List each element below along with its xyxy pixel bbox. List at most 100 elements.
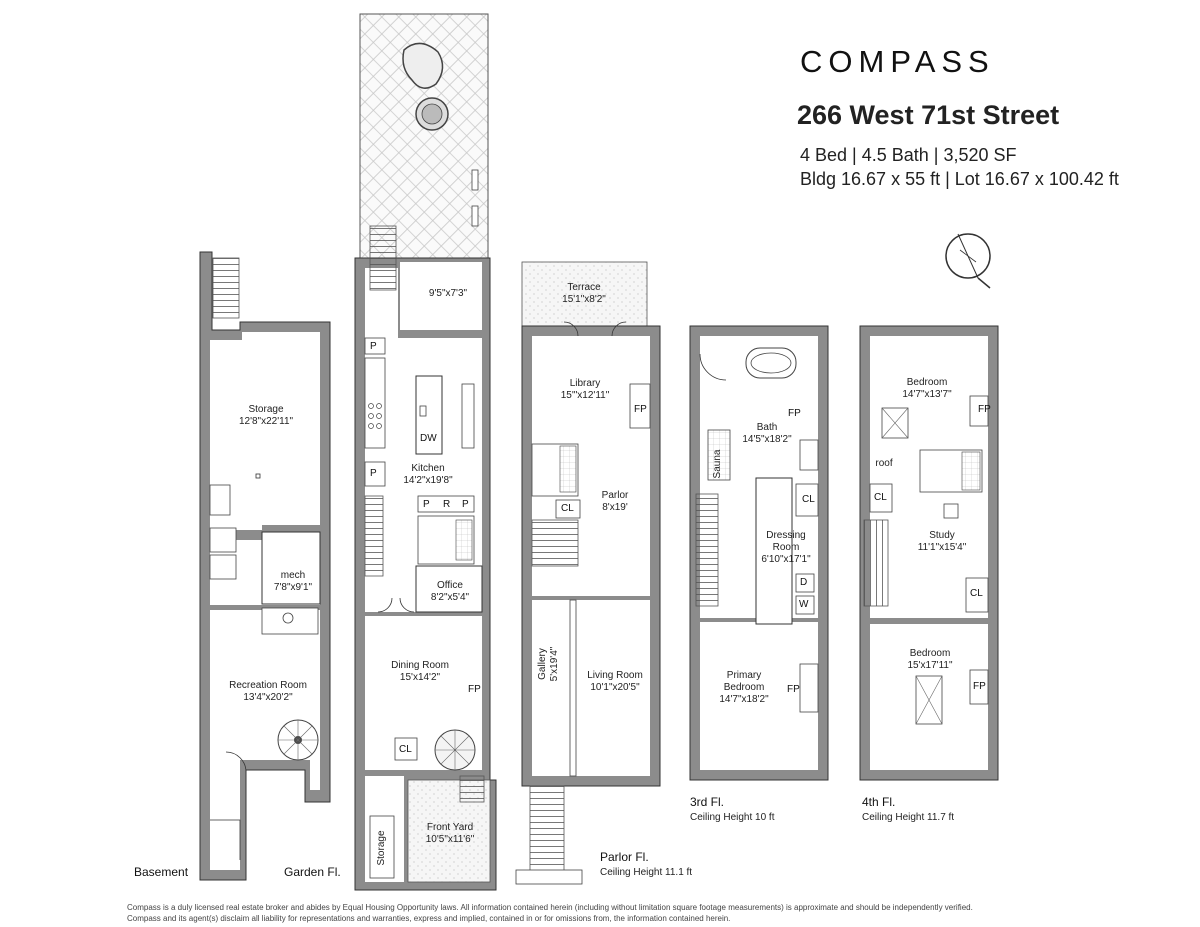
brand-logo: COMPASS [800,44,995,79]
room-name: roof [875,458,893,469]
listing-dimensions: Bldg 16.67 x 55 ft | Lot 16.67 x 100.42 … [800,169,1119,189]
room-name-line2: Bedroom [723,682,765,693]
disclaimer-line-1: Compass is a duly licensed real estate b… [127,903,973,912]
tag-pantry: P [462,499,469,510]
room-size: 14'7"x13'7" [902,389,952,400]
room-label-terrace: Terrace 15'1"x8'2" [562,282,606,306]
room-size: 11'1"x15'4" [917,542,967,553]
disclaimer: Compass is a duly licensed real estate b… [127,902,973,924]
room-name: Dressing [766,530,806,541]
tag-pantry: P [423,499,430,510]
room-name: Dining Room [391,660,449,671]
room-label-storage-garden: Storage [376,830,388,865]
parlor-floor-plan [515,261,661,885]
room-name: Bedroom [906,377,948,388]
room-size: 12'8"x22'11" [238,416,294,427]
room-name: Gallery [537,648,548,680]
tag-fireplace: FP [978,404,991,415]
room-size: 9'5"x7'3" [428,288,468,299]
room-label-garden-top: 9'5"x7'3" [429,288,467,300]
room-name: Kitchen [411,463,445,474]
room-name: Bedroom [909,648,951,659]
room-size: 15'x14'2" [399,672,441,683]
room-name: Bath [756,422,778,433]
room-label-sauna: Sauna [712,450,724,479]
room-name: mech [280,570,306,581]
tag-closet: CL [561,503,574,514]
room-label-primary-bedroom: Primary Bedroom 14'7"x18'2" [719,670,768,706]
room-label-office: Office 8'2"x5'4" [431,580,469,604]
tag-fireplace: FP [973,681,986,692]
tag-closet: CL [802,494,815,505]
ceiling-height-parlor: Ceiling Height 11.1 ft [600,867,693,878]
tag-fireplace: FP [468,684,481,695]
room-size: 8'2"x5'4" [430,592,470,603]
room-size: 15'"x12'11" [560,390,610,401]
room-name: Front Yard [426,822,474,833]
floor-label-parlor: Parlor Fl. [600,850,649,864]
room-name: Sauna [712,449,723,479]
room-size: 8'x19' [602,502,628,513]
room-label-dining: Dining Room 15'x14'2" [391,660,449,684]
room-name: Primary [726,670,762,681]
room-label-recreation: Recreation Room 13'4"x20'2" [229,680,307,704]
room-size: 6'10"x17'1" [761,554,811,565]
tag-washer: W [799,599,809,610]
floor-label-garden: Garden Fl. [284,865,341,879]
third-floor-plan [689,325,829,781]
listing-summary: 4 Bed | 4.5 Bath | 3,520 SF [800,145,1017,165]
tag-closet: CL [399,744,412,755]
room-size: 15'1"x8'2" [562,294,606,305]
disclaimer-line-2: Compass and its agent(s) disclaim all li… [127,914,731,923]
room-size: 14'5"x18'2" [742,434,792,445]
room-size: 14'7"x18'2" [719,694,769,705]
room-name: Storage [248,404,284,415]
tag-dryer: D [800,577,808,588]
tag-fireplace: FP [787,684,800,695]
room-size: 14'2"x19'8" [403,475,453,486]
room-size: 5'x19'4" [549,646,560,682]
room-label-bedroom-bottom: Bedroom 15'x17'11" [908,648,953,672]
tag-refrigerator: R [443,499,451,510]
tag-fireplace: FP [788,408,801,419]
room-name: Study [929,530,955,541]
floor-label-third: 3rd Fl. [690,795,725,809]
floor-label-basement: Basement [134,865,189,879]
room-label-kitchen: Kitchen 14'2"x19'8" [403,463,452,487]
tag-dishwasher: DW [420,433,437,444]
tag-pantry: P [370,341,377,352]
room-label-library: Library 15'"x12'11" [561,378,610,402]
room-label-storage-basement: Storage 12'8"x22'11" [239,404,293,428]
floor-label-fourth: 4th Fl. [862,795,896,809]
room-name: Recreation Room [229,680,307,691]
room-label-parlor: Parlor 8'x19' [602,490,629,514]
room-name: Living Room [587,670,643,681]
tag-closet: CL [874,492,887,503]
listing-stats: 4 Bed | 4.5 Bath | 3,520 SF Bldg 16.67 x… [800,143,1119,191]
fourth-floor-plan [859,325,999,781]
room-label-roof: roof [875,458,892,470]
room-name: Terrace [567,282,601,293]
ceiling-height-third: Ceiling Height 10 ft [690,812,775,823]
room-name: Office [437,580,463,591]
room-name-line2: Room [772,542,800,553]
room-name: Parlor [601,490,629,501]
room-size: 15'x17'11" [907,660,953,671]
room-label-dressing: Dressing Room 6'10"x17'1" [761,530,810,566]
room-name: Library [569,378,601,389]
north-arrow-icon [945,233,991,289]
room-size: 10'1"x20'5" [590,682,640,693]
room-label-mech: mech 7'8"x9'1" [274,570,312,594]
room-size: 10'5"x11'6" [425,834,475,845]
tag-fireplace: FP [634,404,647,415]
room-label-front-yard: Front Yard 10'5"x11'6" [426,822,475,846]
room-label-gallery: Gallery 5'x19'4" [537,647,561,682]
listing-address: 266 West 71st Street [797,100,1060,130]
room-label-living: Living Room 10'1"x20'5" [587,670,643,694]
room-size: 13'4"x20'2" [243,692,293,703]
tag-pantry: P [370,468,377,479]
room-size: 7'8"x9'1" [273,582,313,593]
basement-plan [199,251,331,881]
ceiling-height-fourth: Ceiling Height 11.7 ft [862,812,955,823]
